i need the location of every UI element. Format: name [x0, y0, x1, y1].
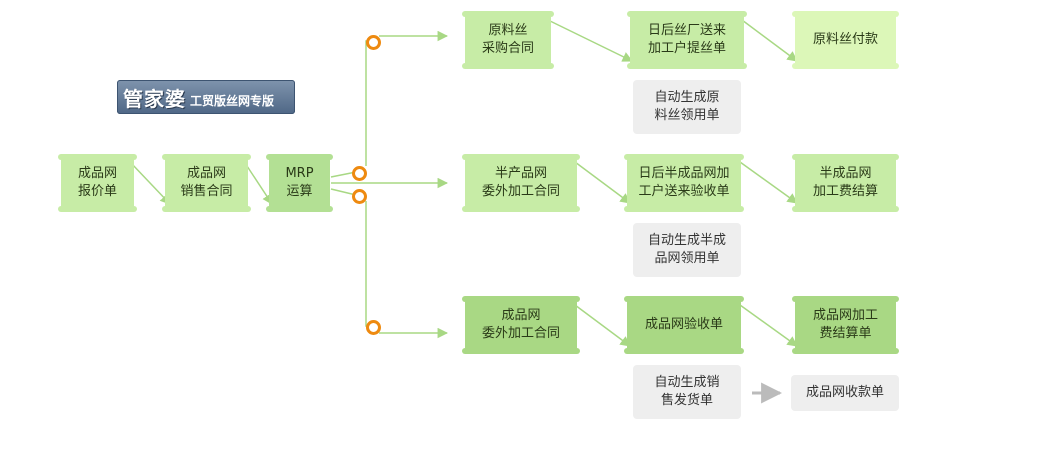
node-raw-payment[interactable]: 原料丝付款 [792, 11, 899, 69]
node-mrp[interactable]: MRP 运算 [266, 154, 333, 212]
link-lower-branch [365, 201, 379, 327]
node-raw-contract[interactable]: 原料丝 采购合同 [462, 11, 554, 69]
node-sales-contract[interactable]: 成品网 销售合同 [162, 154, 251, 212]
node-finished-collection[interactable]: 成品网收款单 [791, 375, 899, 411]
link-semi-receipt-to-settle [739, 161, 798, 204]
link-sales-to-mrp [244, 162, 273, 205]
link-quote-to-sales [130, 162, 171, 205]
node-finished-settlement[interactable]: 成品网加工 费结算单 [792, 296, 899, 354]
link-mrp-to-upper-connector [330, 171, 357, 178]
connector-dot-mrp-upper [352, 166, 367, 181]
link-raw-pickup-to-payment [741, 19, 798, 62]
node-semi-settlement[interactable]: 半成品网 加工费结算 [792, 154, 899, 212]
link-fin-contract-to-receipt [574, 304, 631, 347]
link-fin-receipt-to-settle [739, 304, 798, 347]
auto-raw-requisition: 自动生成原 料丝领用单 [633, 80, 741, 134]
brand-name: 管家婆 [123, 86, 186, 111]
node-finished-receipt[interactable]: 成品网验收单 [624, 296, 744, 354]
brand-logo: 管家婆 工贸版丝网专版 [117, 80, 295, 114]
auto-sales-delivery: 自动生成销 售发货单 [633, 365, 741, 419]
node-raw-pickup[interactable]: 日后丝厂送来 加工户提丝单 [627, 11, 747, 69]
brand-edition: 工贸版丝网专版 [190, 93, 275, 108]
link-upper-branch [365, 40, 379, 166]
link-raw-contract-to-pickup [547, 19, 633, 62]
connector-dot-mrp-lower [352, 189, 367, 204]
connector-dot-finished [366, 320, 381, 335]
link-mrp-to-lower-connector [330, 188, 357, 196]
link-semi-contract-to-receipt [574, 161, 631, 204]
node-semi-receipt[interactable]: 日后半成品网加 工户送来验收单 [624, 154, 744, 212]
connector-dot-raw [366, 35, 381, 50]
auto-semi-requisition: 自动生成半成 品网领用单 [633, 223, 741, 277]
node-quote[interactable]: 成品网 报价单 [58, 154, 137, 212]
node-finished-contract[interactable]: 成品网 委外加工合同 [462, 296, 580, 354]
node-semi-contract[interactable]: 半产品网 委外加工合同 [462, 154, 580, 212]
